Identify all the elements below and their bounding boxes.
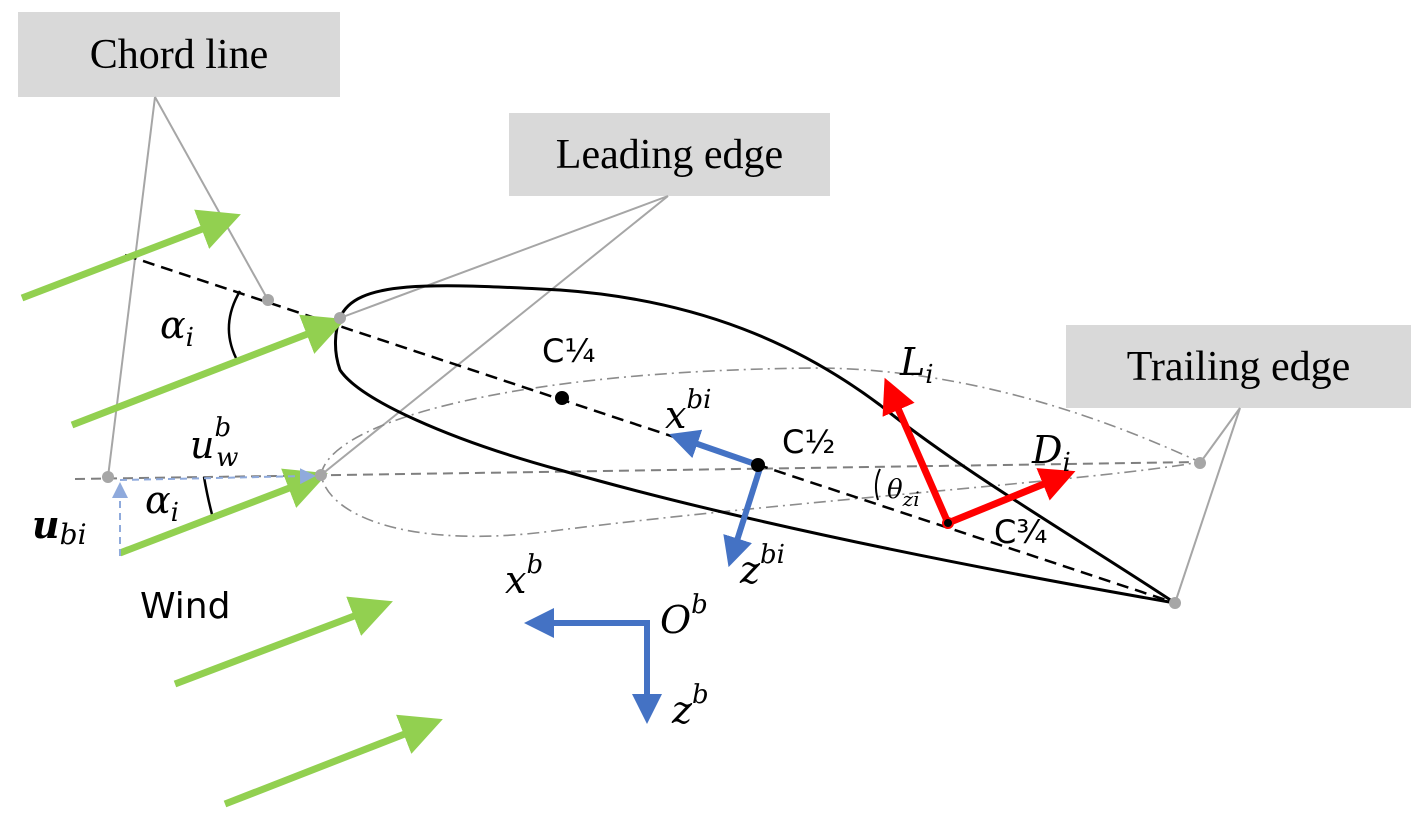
leading-edge-point [334,312,346,324]
airfoil-outline [334,284,1176,605]
blade-frame-axes [668,429,763,568]
chord-line [124,253,1176,605]
wind-arrows [20,209,443,808]
trailing-edge-callout: Trailing edge [1066,325,1411,408]
chord-line-label: Chord line [89,31,269,78]
leading-edge-leader-1 [339,195,669,319]
alpha-upper-label: αi [160,303,194,353]
z-b-label: zb [671,680,709,732]
wind-arrow-1 [20,209,241,302]
x-b-label: xb [505,550,543,602]
reference-trailing-edge-point [1194,457,1206,469]
aerodynamic-forces [882,377,1076,527]
chord-leader-1 [154,96,269,301]
u-bi-label: ubi [32,502,87,551]
theta-arc [874,468,881,501]
c-half-point [751,458,765,472]
wind-label: Wind [140,586,230,627]
x-bi-label: xbi [665,385,711,437]
body-axis-line [74,461,1201,480]
z-bi-axis [723,467,763,568]
leader-lines [107,96,1241,604]
c-half-label: C½ [782,423,835,461]
theta-label: θzi [887,475,920,511]
alpha-arc-upper [227,290,242,359]
x-bi-axis [668,429,759,468]
drag-vector [946,468,1076,527]
body-frame-axes [524,608,662,724]
trailing-edge-point [1169,597,1181,609]
lift-label: Li [899,340,934,390]
wind-arrow-3 [118,468,328,557]
lift-vector [882,377,952,525]
c-quarter-label: C¼ [542,332,595,370]
drag-label: Di [1031,428,1071,478]
leading-edge-label: Leading edge [555,131,784,178]
chord-leader-2 [107,96,156,478]
trailing-edge-label: Trailing edge [1126,343,1351,390]
wind-arrow-2 [70,314,346,429]
trailing-edge-leader-2 [1174,407,1241,604]
c-three-quarter-point [942,517,954,529]
u-w-horizontal-component [119,468,316,485]
chord-line-callout: Chord line [18,12,340,97]
z-bi-label: zbi [739,540,785,592]
leading-edge-callout: Leading edge [509,113,830,196]
c-three-quarter-label: C¾ [994,513,1047,551]
reference-leading-edge-point [315,469,327,481]
alpha-arc-lower [202,476,215,519]
chord-point-gray [262,294,274,306]
alpha-lower-label: αi [145,478,179,528]
body-axis-origin-point [102,471,114,483]
c-quarter-point [555,391,569,405]
wind-arrow-5 [223,714,443,808]
reference-points [102,294,1206,609]
body-frame-corner [545,620,650,700]
trailing-edge-leader-1 [1199,407,1241,464]
wind-arrow-4 [173,596,393,688]
o-b-label: Ob [660,590,708,642]
leading-edge-leader-2 [320,195,669,476]
